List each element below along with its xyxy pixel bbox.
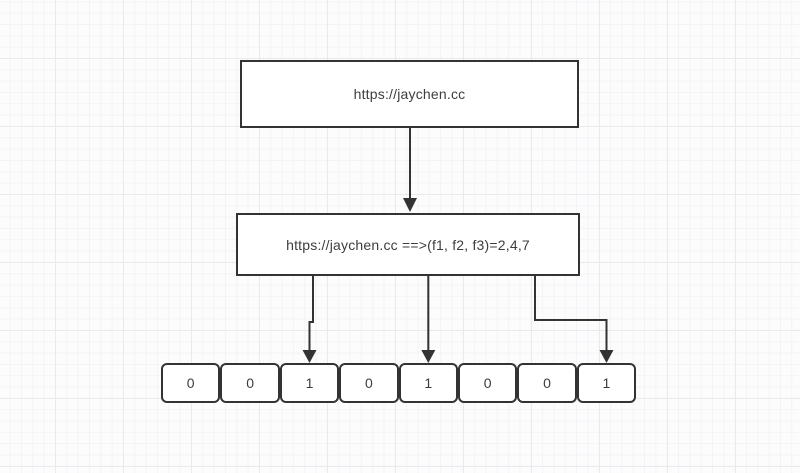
- arrow-hash-to-bit7-line: [534, 276, 608, 351]
- bit-cell-4: 1: [398, 363, 458, 403]
- bit-cell-value: 1: [424, 375, 433, 391]
- bit-array: 0 0 1 0 1 0 0 1: [161, 363, 637, 403]
- url-node: https://jaychen.cc: [240, 60, 579, 128]
- arrowhead-icon: [403, 198, 417, 212]
- arrowhead-icon: [421, 350, 436, 363]
- arrow-hash-to-bit2-line: [308, 276, 314, 351]
- bit-cell-0: 0: [161, 363, 221, 403]
- arrowhead-icon: [599, 350, 614, 363]
- bit-cell-value: 0: [246, 375, 254, 391]
- bit-cell-value: 1: [602, 375, 611, 391]
- bit-cell-value: 0: [186, 375, 195, 391]
- bit-cell-value: 0: [483, 375, 492, 391]
- bit-cell-value: 0: [364, 375, 373, 391]
- bit-cell-1: 0: [220, 363, 280, 403]
- bit-cell-2: 1: [279, 363, 340, 403]
- bit-cell-value: 1: [305, 375, 314, 391]
- bit-cell-value: 0: [543, 375, 551, 391]
- bit-cell-3: 0: [339, 363, 399, 403]
- bit-cell-6: 0: [517, 363, 577, 403]
- hash-node: https://jaychen.cc ==>(f1, f2, f3)=2,4,7: [236, 213, 580, 276]
- url-node-label: https://jaychen.cc: [353, 86, 466, 102]
- hash-node-label: https://jaychen.cc ==>(f1, f2, f3)=2,4,7: [286, 236, 530, 253]
- bit-cell-5: 0: [457, 363, 518, 403]
- arrowhead-icon: [302, 350, 317, 363]
- bit-cell-7: 1: [576, 363, 637, 403]
